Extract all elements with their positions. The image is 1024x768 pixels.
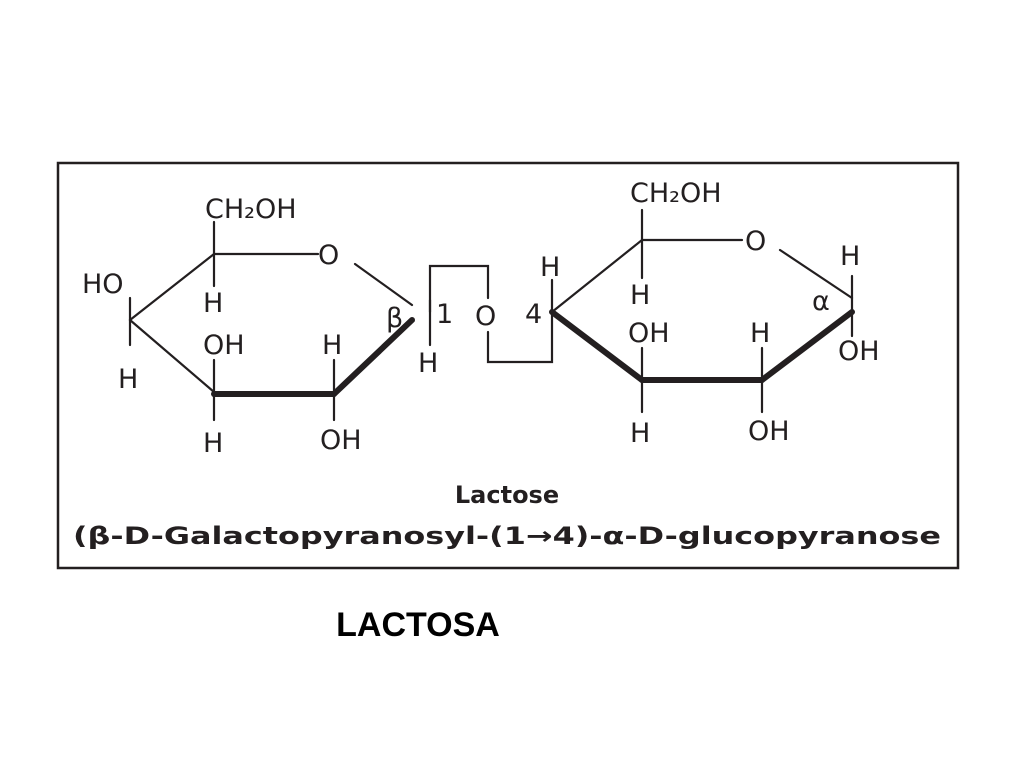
galactose-ring — [128, 220, 432, 422]
glucose-c2-h-label: H — [750, 318, 770, 349]
carbon-4-number: 4 — [525, 299, 542, 330]
galactose-ch2oh-label: CH₂OH — [205, 194, 297, 225]
glucose-ring — [549, 208, 855, 414]
diagram-frame — [56, 161, 960, 570]
glucose-ring-oxygen-label: O — [745, 226, 766, 257]
galactose-c2-oh-label: OH — [320, 425, 362, 456]
glucose-c3-h-label: H — [630, 418, 650, 449]
galactose-c1-h-label: H — [418, 348, 438, 379]
glucose-c5-h-label: H — [630, 280, 650, 311]
glucose-c1-h-label: H — [840, 241, 860, 272]
galactose-c4-oh-label: OH — [203, 330, 245, 361]
footer-label: LACTOSA — [336, 606, 500, 644]
alpha-anomer-label: α — [812, 286, 830, 317]
beta-anomer-label: β — [386, 303, 403, 334]
galactose-c4-h-label: H — [203, 428, 223, 459]
galactose-c3-h-label: H — [322, 330, 342, 361]
glycosidic-oxygen-label: O — [475, 301, 496, 332]
galactose-ring-oxygen-label: O — [318, 240, 339, 271]
galactose-c5-h-label: H — [203, 288, 223, 319]
glucose-c1-oh-label: OH — [838, 336, 880, 367]
carbon-1-number: 1 — [436, 299, 453, 330]
galactose-left-h-label: H — [118, 364, 138, 395]
glucose-c4-h-label: H — [540, 252, 560, 283]
caption-systematic-name: (β-D-Galactopyranosyl-(1→4)-α-D-glucopyr… — [73, 522, 941, 550]
glucose-c2-oh-label: OH — [748, 416, 790, 447]
glycosidic-bond — [428, 264, 554, 364]
galactose-ho-label: HO — [82, 269, 124, 300]
glucose-ch2oh-label: CH₂OH — [630, 178, 722, 209]
glucose-c3-oh-label: OH — [628, 318, 670, 349]
caption-title: Lactose — [455, 481, 559, 509]
